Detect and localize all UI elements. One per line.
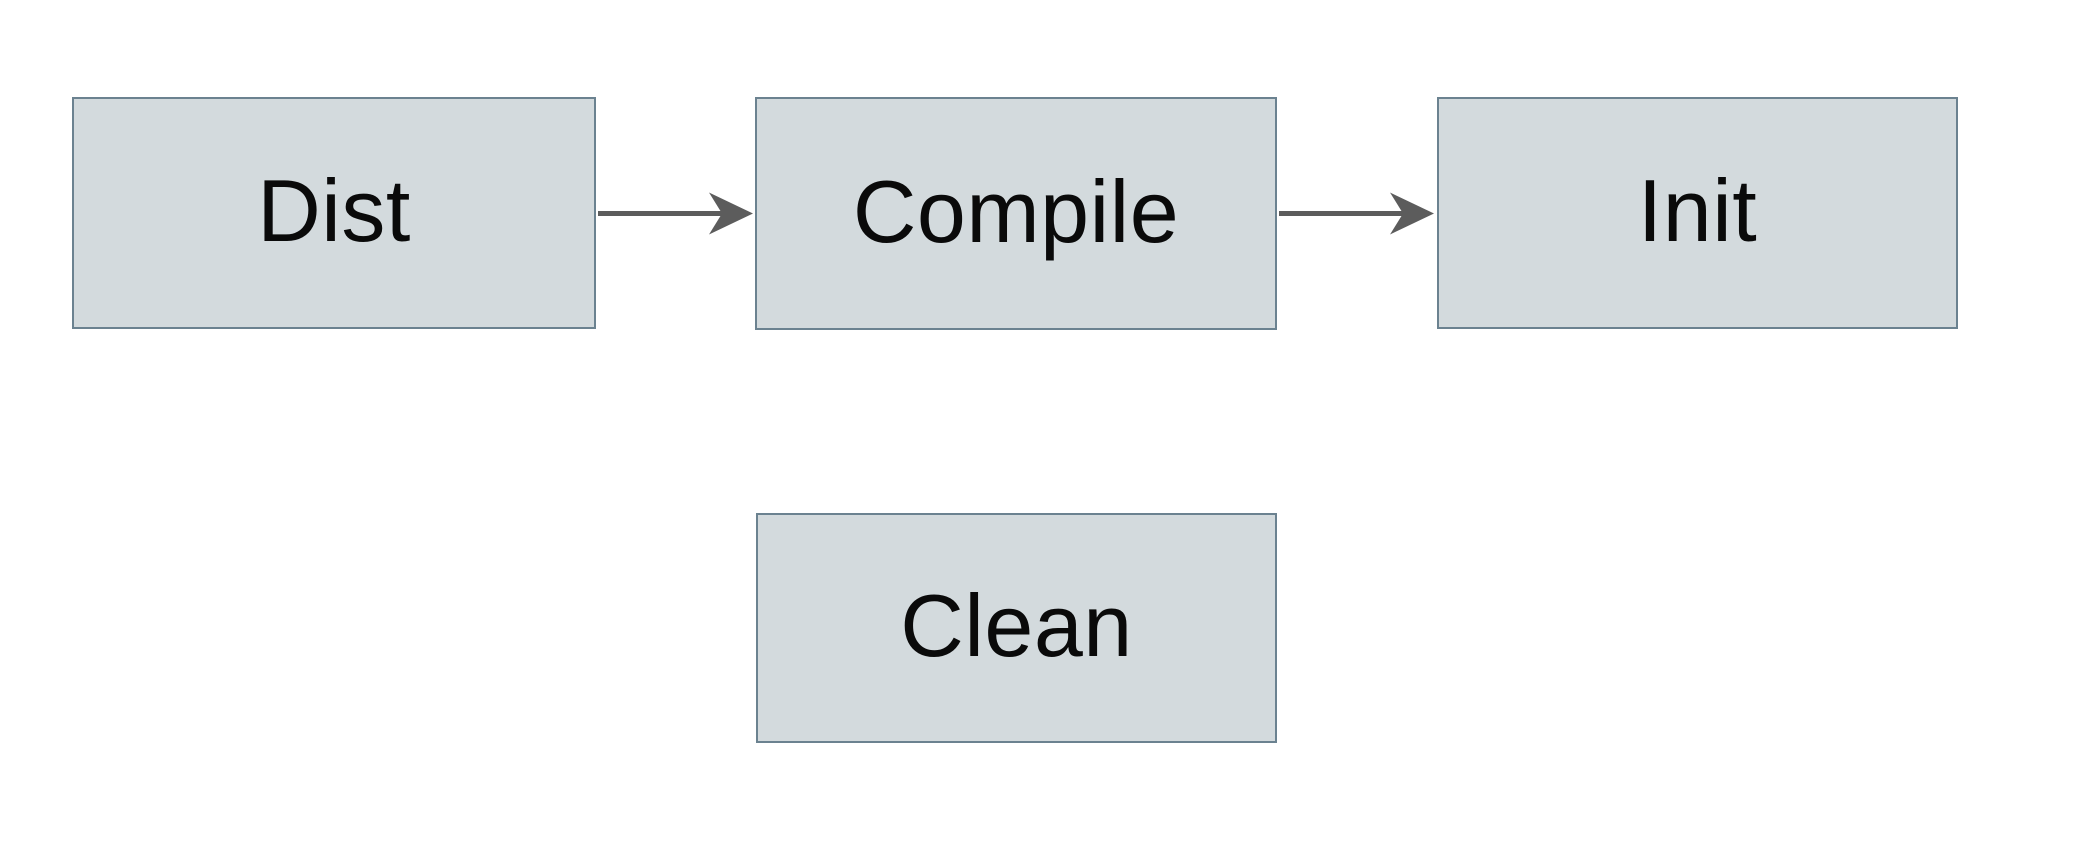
arrow-compile-to-init bbox=[1279, 192, 1434, 235]
node-clean-label: Clean bbox=[900, 576, 1133, 675]
arrow-head-icon bbox=[709, 192, 753, 235]
node-compile: Compile bbox=[755, 97, 1277, 330]
node-clean: Clean bbox=[756, 513, 1277, 743]
node-compile-label: Compile bbox=[852, 161, 1180, 261]
node-dist: Dist bbox=[72, 97, 596, 329]
node-init-label: Init bbox=[1637, 161, 1758, 260]
arrow-dist-to-compile bbox=[598, 192, 753, 235]
node-init: Init bbox=[1437, 97, 1958, 329]
arrow-head-icon bbox=[1390, 192, 1434, 235]
node-dist-label: Dist bbox=[257, 161, 411, 260]
